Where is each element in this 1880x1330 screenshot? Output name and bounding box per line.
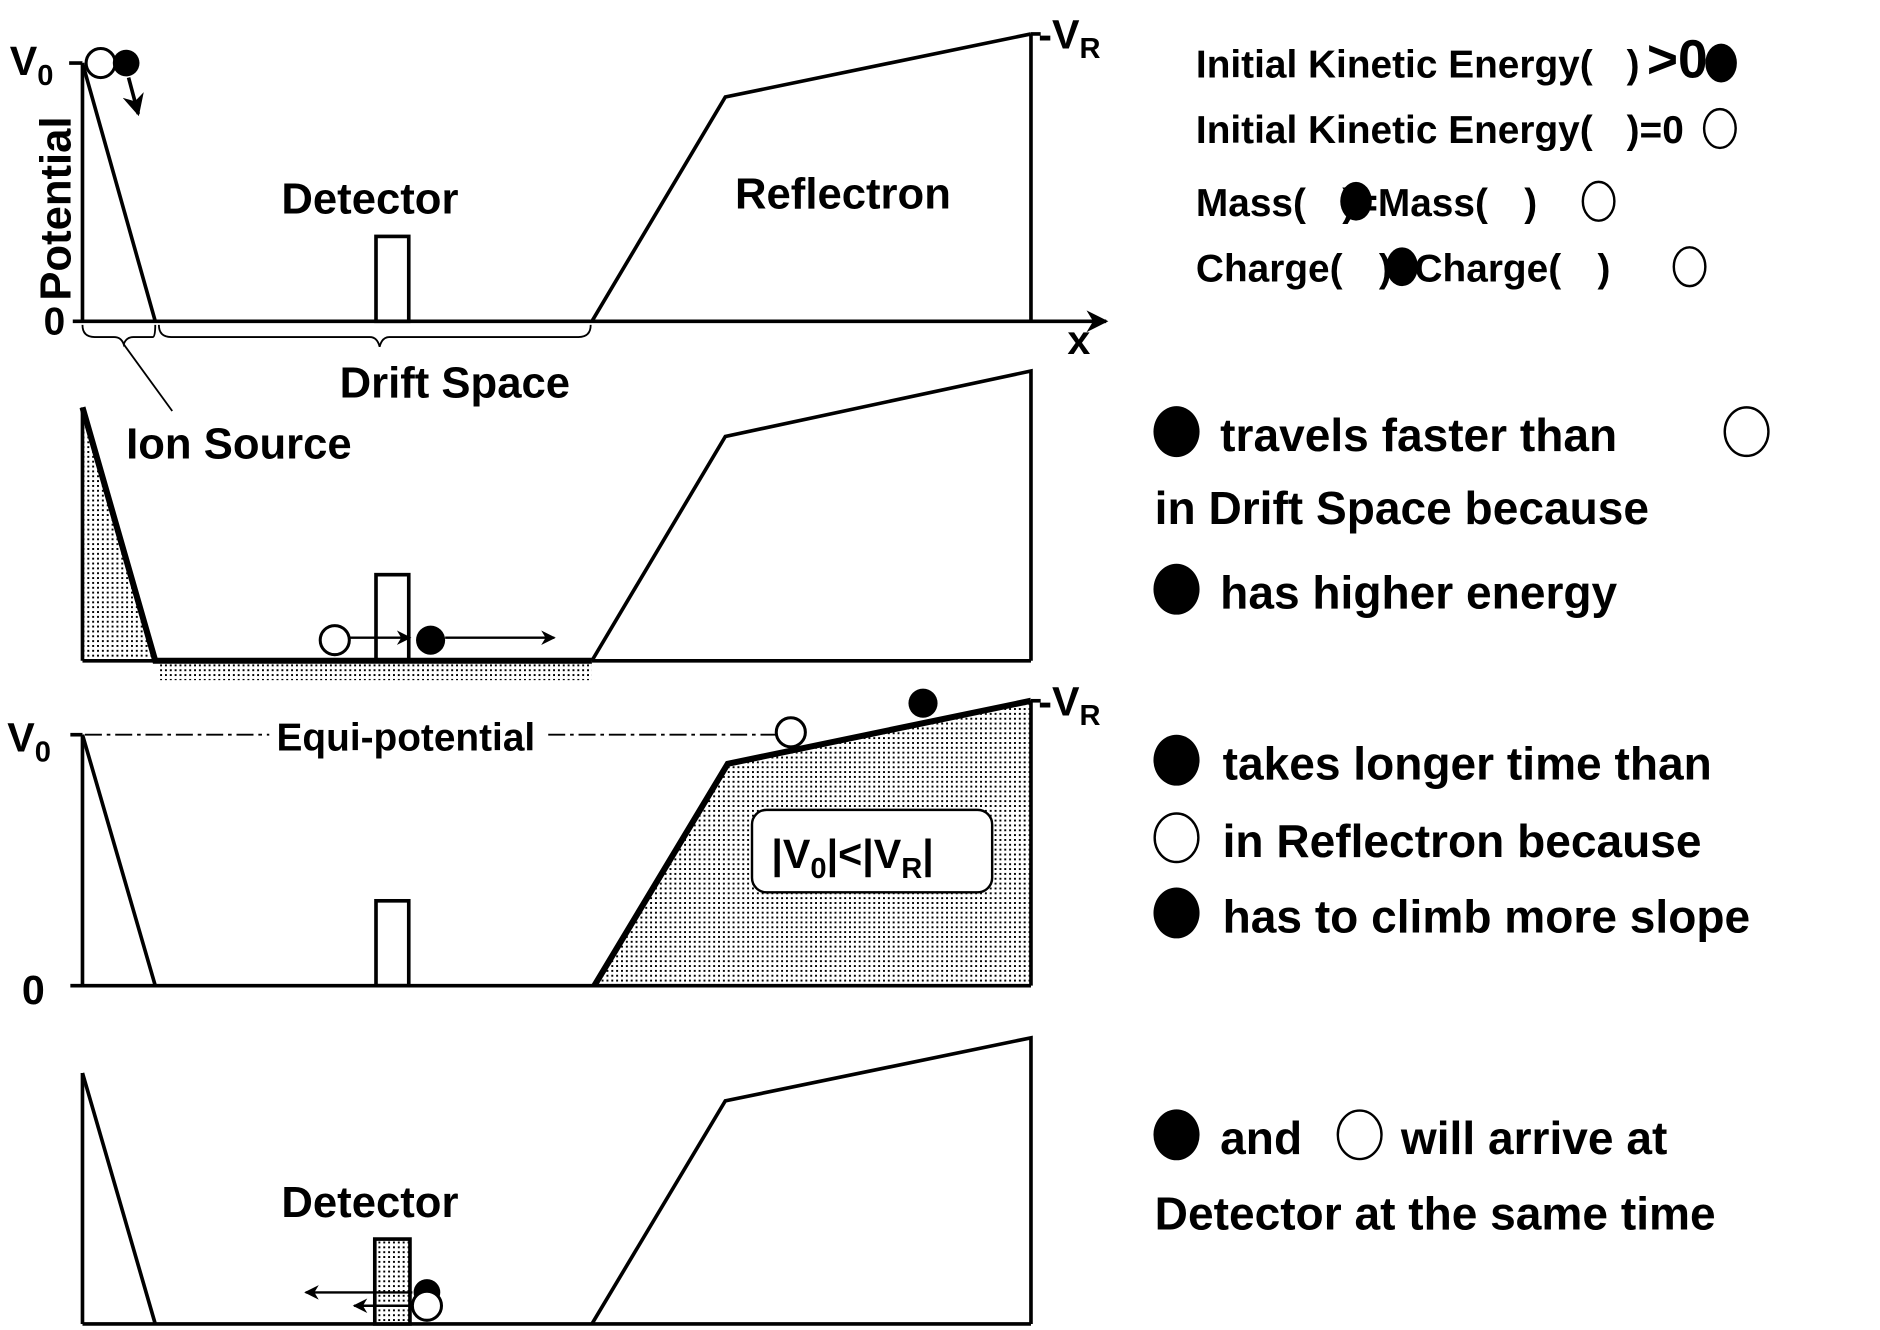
open-ion-icon (1153, 812, 1200, 864)
x-axis-label: x (1067, 317, 1090, 363)
drift-space-brace (157, 324, 592, 347)
explanation-reflectron-line-2: in Reflectron because (1223, 815, 1702, 867)
open-ion-icon (1702, 107, 1737, 150)
conditions-list: Initial Kinetic Energy()>0 Initial Kinet… (1196, 31, 1737, 290)
filled-ion-icon (1153, 734, 1200, 786)
explanation-reflectron-line-3: has to climb more slope (1223, 890, 1751, 942)
condition-2: Initial Kinetic Energy()=0 (1196, 109, 1684, 152)
explanation-reflectron: takes longer time than in Reflectron bec… (1153, 734, 1751, 942)
explanation-arrival-and: and (1220, 1112, 1302, 1164)
panel3-detector-box (374, 898, 411, 988)
reflectron-profile (590, 32, 1032, 323)
explanation-drift-line-1: travels faster than (1220, 409, 1617, 461)
ion-source-brace (81, 324, 157, 348)
explanation-drift-line-2: in Drift Space because (1155, 482, 1649, 534)
open-ion (84, 46, 117, 80)
panel-2-drift (79, 368, 1033, 681)
reflectron-label: Reflectron (735, 170, 951, 219)
vr-label: -VR (1038, 678, 1100, 732)
ion-source-leader (122, 343, 173, 412)
filled-ion-icon (1705, 43, 1737, 83)
vr-label: -VR (1038, 12, 1100, 66)
panel2-detector-box (374, 572, 411, 663)
open-ion (318, 624, 351, 657)
filled-ion-icon (1386, 247, 1418, 287)
v0-label: V0 (10, 38, 54, 92)
detector-label: Detector (281, 1178, 458, 1227)
panel4-detector-box-hit (372, 1237, 412, 1326)
drift-shading (157, 660, 592, 681)
panel4-reflectron-profile (590, 1035, 1033, 1325)
zero-label: 0 (44, 301, 66, 344)
panel3-ion-source-slope (80, 734, 157, 987)
panel-4-arrival: Detector (80, 1035, 1033, 1326)
explanation-arrival-line-2: Detector at the same time (1155, 1187, 1716, 1239)
condition-1: Initial Kinetic Energy()>0 (1196, 31, 1708, 90)
open-ion-icon (1672, 246, 1707, 288)
panel-1-initial-state: Potential V0 0 x -VR Detector Reflectron… (10, 12, 1109, 468)
explanation-drift: travels faster than in Drift Space becau… (1153, 406, 1770, 619)
explanation-drift-line-3: has higher energy (1220, 567, 1617, 619)
inequality-text: |V0|<|VR| (771, 831, 933, 885)
v0-label: V0 (7, 715, 51, 769)
zero-label: 0 (22, 967, 45, 1013)
panel4-ion-source-slope (80, 1072, 157, 1325)
open-ion-icon (1336, 1109, 1383, 1161)
inequality-box (750, 808, 994, 894)
filled-ion-icon (1153, 887, 1200, 939)
open-ion (410, 1289, 444, 1322)
drift-space-label: Drift Space (340, 359, 570, 408)
detector-box (374, 234, 411, 324)
explanation-arrival: and will arrive at Detector at the same … (1153, 1109, 1716, 1239)
explanation-reflectron-line-1: takes longer time than (1223, 738, 1712, 790)
explanation-arrival-line-1: will arrive at (1400, 1112, 1667, 1164)
panel-3-reflectron: V0 0 -VR Equi-potential |V0|<|VR| (7, 678, 1100, 1013)
filled-ion-icon (1340, 181, 1372, 221)
filled-ion (416, 625, 446, 655)
detector-label: Detector (281, 174, 458, 223)
open-ion-icon (1723, 406, 1770, 458)
equipotential-label: Equi-potential (277, 716, 536, 759)
ion-source-slope (80, 62, 158, 322)
y-axis-label: Potential (31, 116, 80, 300)
panel3-reflectron-profile (591, 697, 1032, 988)
filled-ion-velocity-arrow (122, 77, 144, 117)
filled-ion-icon (1153, 563, 1200, 615)
ion-source-label: Ion Source (126, 419, 352, 468)
filled-ion-icon (1153, 406, 1200, 458)
filled-ion (908, 688, 938, 718)
open-ion (774, 716, 807, 749)
panel2-reflectron-profile (590, 368, 1033, 662)
open-ion-icon (1581, 180, 1616, 222)
filled-ion-icon (1153, 1109, 1200, 1161)
filled-ion (112, 49, 140, 77)
